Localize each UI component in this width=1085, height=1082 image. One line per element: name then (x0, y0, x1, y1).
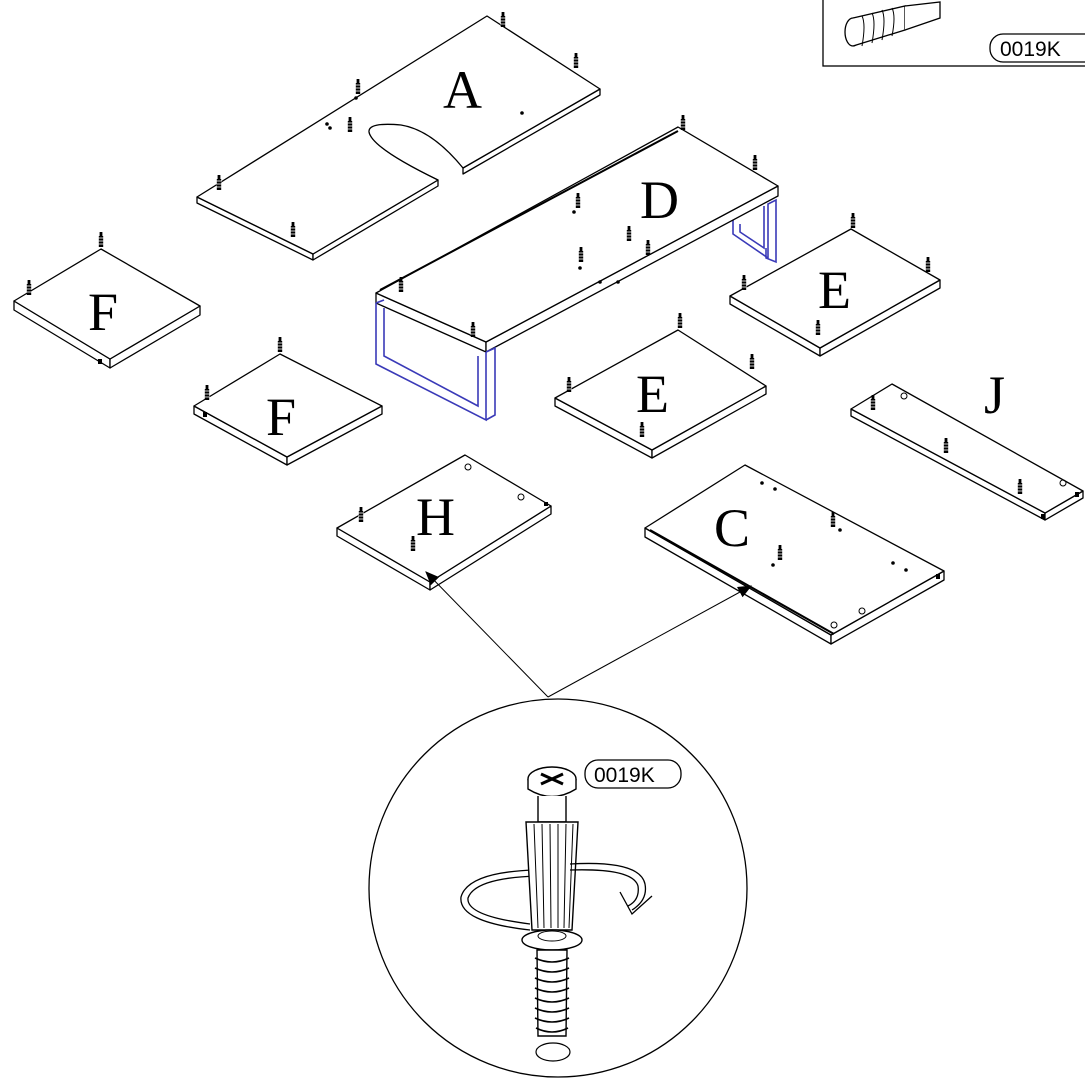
panel-e-right: E (729, 212, 941, 357)
cam-bolt-inset-icon (844, 1, 941, 47)
leader-lines (425, 571, 753, 698)
label-j: J (984, 365, 1005, 425)
rotation-arrow-icon (619, 891, 653, 916)
panel-f-center: F (193, 336, 383, 466)
panel-f-left: F (13, 231, 201, 369)
label-e-right: E (818, 260, 851, 320)
panel-d: D (375, 114, 779, 422)
panel-a: A (196, 11, 601, 261)
label-e-center: E (636, 364, 669, 424)
panel-h: H (336, 454, 552, 591)
label-f-left: F (88, 282, 118, 342)
inset-code-label: 0019K (1000, 38, 1061, 61)
cam-bolt-icon (521, 766, 583, 1062)
panel-j: J (850, 365, 1084, 521)
inset-box: 0019K (822, 0, 1085, 67)
label-h: H (416, 487, 455, 547)
fastener-detail: 0019K (368, 698, 748, 1078)
label-c: C (714, 498, 750, 558)
label-a: A (443, 60, 482, 120)
detail-code-label: 0019K (594, 764, 655, 787)
panel-c: C (644, 464, 945, 645)
label-d: D (640, 170, 679, 230)
label-f-center: F (266, 387, 296, 447)
panel-e-center: E (554, 312, 767, 459)
